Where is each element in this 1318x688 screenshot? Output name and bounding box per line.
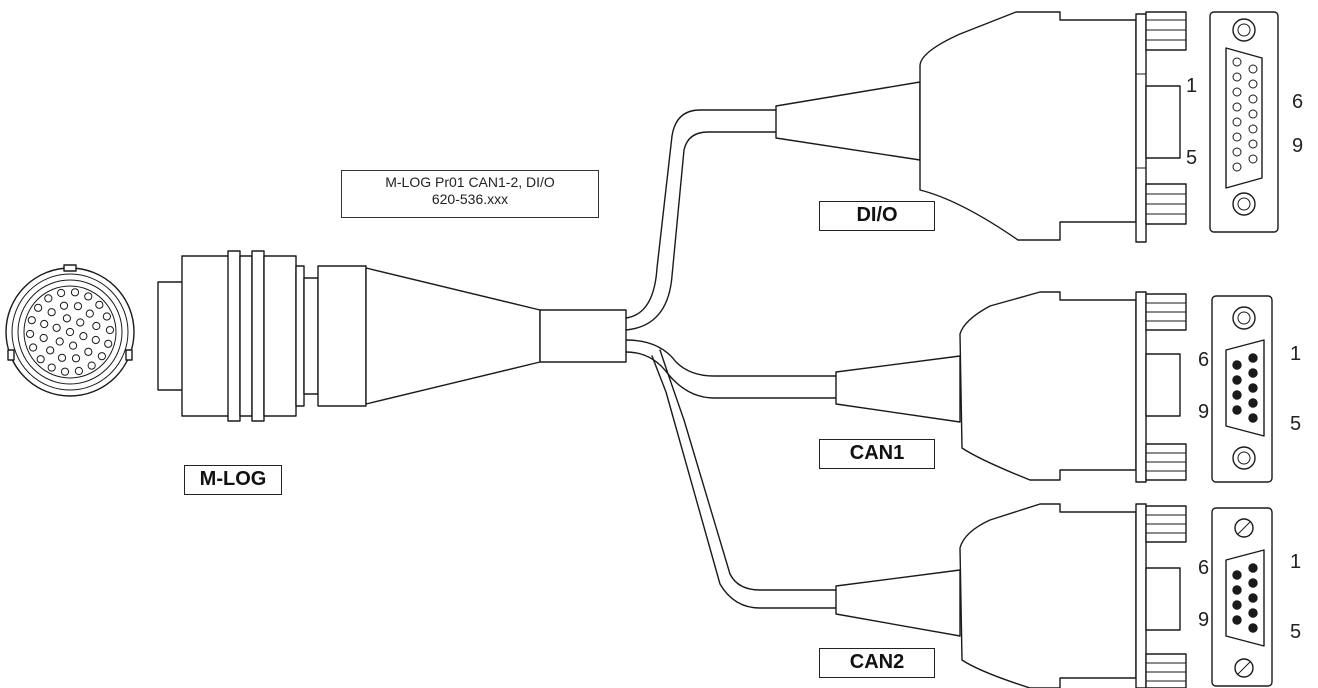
mlog-connector-body — [157, 250, 627, 422]
mlog-pin — [92, 321, 101, 331]
mlog-pin — [40, 319, 49, 329]
can1-pin-label-5: 5 — [1290, 413, 1301, 435]
can1-pin-label-9: 9 — [1198, 401, 1209, 423]
can2-pin — [1232, 615, 1242, 625]
mlog-pin — [27, 316, 36, 325]
mlog-pin — [47, 308, 56, 317]
dio-pin — [1232, 162, 1242, 172]
can2-pin — [1248, 578, 1258, 588]
can1-pin — [1232, 375, 1242, 385]
mlog-pin — [95, 300, 104, 309]
can1-pin — [1248, 368, 1258, 378]
can1-pin — [1232, 360, 1242, 370]
mlog-pin — [74, 366, 83, 376]
mlog-pin — [57, 353, 67, 362]
dio-pin-label-1: 1 — [1186, 75, 1197, 97]
can1-pin — [1248, 353, 1258, 363]
dio-pin — [1232, 132, 1242, 142]
can2-pin-label-9: 9 — [1198, 609, 1209, 631]
dio-pin — [1232, 147, 1242, 157]
dio-pin — [1248, 109, 1258, 119]
dio-pin — [1232, 72, 1242, 82]
mlog-pin — [60, 367, 70, 376]
dio-pin-label-9: 9 — [1292, 135, 1303, 157]
can1-connector — [835, 291, 1187, 483]
can2-pin-label-1: 1 — [1290, 551, 1301, 573]
can1-pin — [1248, 413, 1258, 423]
dio-pin — [1232, 57, 1242, 67]
mlog-pin — [71, 354, 81, 363]
mlog-pin — [36, 355, 45, 364]
dio-pin — [1232, 87, 1242, 97]
can2-pin — [1248, 593, 1258, 603]
cable-bundle — [625, 109, 837, 609]
dio-pin-label-5: 5 — [1186, 147, 1197, 169]
dio-subd15-female-icon — [1209, 11, 1279, 233]
mlog-pin — [105, 325, 115, 335]
can2-pin-label-6: 6 — [1198, 557, 1209, 579]
mlog-pin — [69, 341, 78, 350]
can2-pin — [1248, 563, 1258, 573]
mlog-pin — [25, 329, 35, 339]
mlog-pin — [97, 352, 106, 361]
dio-pin — [1248, 64, 1258, 74]
mlog-pin — [52, 323, 61, 332]
cable-part-label: M-LOG Pr01 CAN1-2, DI/O 620-536.xxx — [341, 170, 599, 218]
mlog-pin — [85, 309, 94, 318]
can2-pin — [1248, 608, 1258, 618]
mlog-pin — [55, 337, 64, 346]
mlog-pin — [70, 288, 80, 297]
cable-part-number: 620-536.xxx — [431, 191, 509, 207]
mlog-pin — [87, 361, 96, 370]
can2-connector — [835, 503, 1187, 688]
can1-label: CAN1 — [819, 439, 935, 469]
cable-part-name: M-LOG Pr01 CAN1-2, DI/O — [385, 174, 555, 190]
mlog-pin — [46, 346, 55, 355]
dio-pin — [1248, 124, 1258, 134]
mlog-pin — [84, 292, 93, 301]
mlog-label: M-LOG — [184, 465, 282, 495]
can2-pin — [1232, 600, 1242, 610]
can1-subd9-male-icon — [1211, 295, 1273, 483]
mlog-pin — [62, 314, 71, 323]
dio-pin — [1248, 79, 1258, 89]
can2-label: CAN2 — [819, 648, 935, 678]
can1-pin — [1232, 390, 1242, 400]
can2-pin — [1232, 585, 1242, 595]
mlog-pin — [59, 301, 69, 310]
mlog-pin — [57, 288, 66, 298]
can2-pin — [1232, 570, 1242, 580]
mlog-pin — [91, 335, 100, 345]
dio-pin — [1248, 94, 1258, 104]
mlog-pin — [65, 327, 75, 337]
mlog-pin — [29, 343, 38, 352]
dio-pin — [1248, 154, 1258, 164]
dio-pin — [1248, 139, 1258, 149]
dio-pin — [1232, 102, 1242, 112]
mlog-pin — [76, 318, 85, 327]
can1-pin-label-1: 1 — [1290, 343, 1301, 365]
can1-pin — [1248, 398, 1258, 408]
can1-pin-label-6: 6 — [1198, 349, 1209, 371]
mlog-pin — [34, 303, 43, 312]
mlog-pin — [47, 363, 56, 372]
mlog-pin — [84, 347, 93, 356]
dio-pin-label-6: 6 — [1292, 91, 1303, 113]
mlog-pin — [44, 294, 53, 303]
can1-pin — [1232, 405, 1242, 415]
can2-pin-label-5: 5 — [1290, 621, 1301, 643]
mlog-pin — [104, 339, 113, 348]
dio-connector — [775, 11, 1187, 243]
mlog-pin — [39, 333, 48, 343]
can2-subd9-male-icon — [1211, 507, 1273, 687]
can1-pin — [1248, 383, 1258, 393]
mlog-pin — [102, 312, 111, 321]
can2-pin — [1248, 623, 1258, 633]
dio-label: DI/O — [819, 201, 935, 231]
mlog-pin — [79, 332, 88, 341]
mlog-pin — [73, 302, 83, 311]
mlog-connector-face-icon — [5, 264, 135, 397]
dio-pin — [1232, 117, 1242, 127]
